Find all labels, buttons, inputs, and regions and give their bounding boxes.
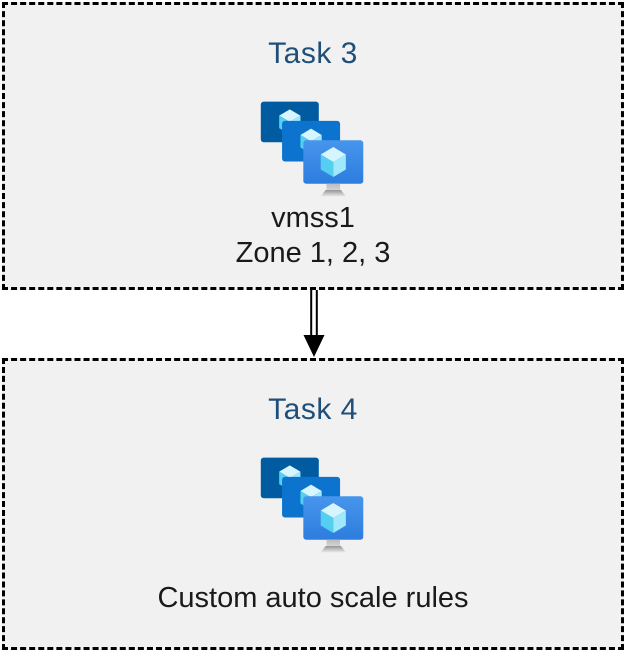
task3-title: Task 3 [268,37,358,70]
autoscale-rules-label: Custom auto scale rules [157,582,469,614]
vm-scale-sets-icon [260,101,364,197]
down-arrow-connector [303,290,325,357]
task4-labels: Custom auto scale rules [157,581,468,616]
task3-labels: vmss1 Zone 1, 2, 3 [236,201,391,271]
zones-label: Zone 1, 2, 3 [235,237,391,269]
vmss-name-label: vmss1 [271,202,355,234]
vm-scale-sets-icon [260,457,364,553]
task3-box: Task 3 vmss1 Zone 1, 2, 3 [2,2,624,290]
task4-box: Task 4 Custom auto scale rules [2,358,624,650]
task4-title: Task 4 [268,393,358,426]
